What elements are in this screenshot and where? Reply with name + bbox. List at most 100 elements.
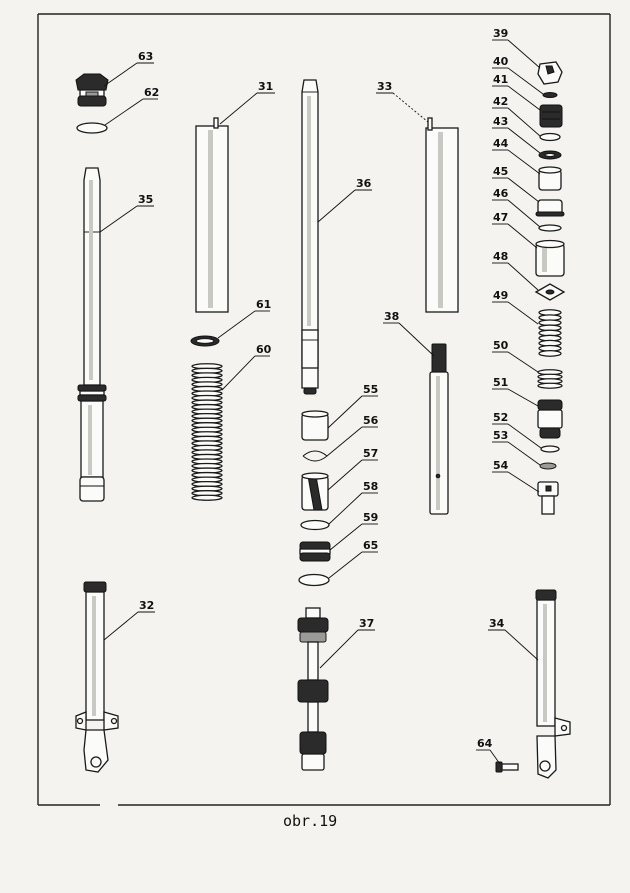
part-63-cap-nut <box>75 73 109 107</box>
callout-51: 51 <box>492 376 539 407</box>
callout-number: 32 <box>139 599 154 612</box>
callout-number: 42 <box>493 95 508 108</box>
part-44-bushing <box>538 166 562 191</box>
callout-number: 39 <box>493 27 508 40</box>
callout-44: 44 <box>492 137 541 175</box>
part-56-circlip <box>302 450 328 462</box>
part-57-sleeve <box>301 472 329 511</box>
part-51-valve-body <box>537 399 563 439</box>
callout-55: 55 <box>327 383 378 429</box>
callout-number: 62 <box>144 86 159 99</box>
part-54-bolt <box>537 481 559 515</box>
callout-number: 60 <box>256 343 272 356</box>
spring-coil <box>538 349 562 357</box>
callout-number: 57 <box>363 447 378 460</box>
part-32-lower-slider <box>75 581 119 773</box>
callout-59: 59 <box>329 511 378 551</box>
callout-number: 37 <box>359 617 374 630</box>
callout-58: 58 <box>328 480 378 525</box>
callout-number: 54 <box>493 459 509 472</box>
callout-65: 65 <box>328 539 378 579</box>
part-58-ring <box>300 519 330 531</box>
callout-number: 56 <box>363 414 379 427</box>
callout-46: 46 <box>492 187 541 228</box>
part-38-threaded-rod <box>429 343 449 515</box>
callout-48: 48 <box>492 250 539 291</box>
callout-38: 38 <box>383 310 435 357</box>
part-64-screw <box>495 761 519 773</box>
callout-number: 33 <box>377 80 392 93</box>
callout-layer: 63 62 35 31 61 60 36 55 56 57 58 59 65 3… <box>99 27 544 765</box>
callout-number: 40 <box>493 55 509 68</box>
part-31-upper-tube <box>195 117 229 313</box>
part-46-circlip <box>538 224 562 232</box>
callout-number: 44 <box>493 137 509 150</box>
callout-61: 61 <box>217 298 271 339</box>
part-36-damper-rod <box>301 79 319 395</box>
page-frame <box>37 13 611 806</box>
callout-number: 53 <box>493 429 508 442</box>
callout-number: 46 <box>493 187 509 200</box>
part-65-o-ring <box>298 573 330 587</box>
callout-number: 47 <box>493 211 508 224</box>
part-35-stanchion-tube <box>77 167 107 502</box>
callout-42: 42 <box>492 95 541 137</box>
callout-54: 54 <box>492 459 540 493</box>
part-45-flanged-bushing <box>535 199 565 217</box>
callout-45: 45 <box>492 165 540 203</box>
part-41-spring-seat <box>539 104 563 128</box>
part-49-spring <box>538 309 562 357</box>
callout-number: 38 <box>384 310 399 323</box>
part-40-washer <box>542 92 558 98</box>
part-50-spring-short <box>537 369 563 389</box>
callout-39: 39 <box>492 27 541 69</box>
callout-57: 57 <box>327 447 378 491</box>
callout-number: 65 <box>363 539 378 552</box>
callout-number: 43 <box>493 115 508 128</box>
part-47-sleeve <box>535 239 565 277</box>
part-34-lower-slider <box>535 589 571 779</box>
part-42-washer <box>539 132 561 142</box>
part-55-bushing <box>301 410 329 441</box>
figure-caption: obr.19 <box>283 812 337 830</box>
part-33-upper-tube <box>425 117 459 313</box>
part-48-plate <box>534 283 566 301</box>
callout-number: 35 <box>138 193 153 206</box>
callout-32: 32 <box>103 599 155 641</box>
callout-53: 53 <box>492 429 541 466</box>
callout-number: 61 <box>256 298 271 311</box>
callout-50: 50 <box>492 339 539 373</box>
callout-number: 45 <box>493 165 508 178</box>
callout-52: 52 <box>492 411 542 449</box>
part-60-spring <box>191 363 223 501</box>
callout-40: 40 <box>492 55 544 95</box>
part-52-washer <box>540 445 560 453</box>
callout-60: 60 <box>221 343 272 391</box>
callout-33: 33 <box>376 80 429 123</box>
callout-49: 49 <box>492 289 539 325</box>
callout-64: 64 <box>476 737 501 765</box>
callout-number: 41 <box>493 73 508 86</box>
callout-number: 49 <box>493 289 508 302</box>
callout-number: 31 <box>258 80 273 93</box>
callout-35: 35 <box>99 193 154 233</box>
spring-coil <box>191 494 223 501</box>
callout-47: 47 <box>492 211 538 249</box>
callout-number: 48 <box>493 250 508 263</box>
part-37-damper-assembly <box>297 607 329 771</box>
callout-43: 43 <box>492 115 541 154</box>
callout-34: 34 <box>488 617 539 661</box>
callout-62: 62 <box>104 86 159 126</box>
callout-number: 36 <box>356 177 372 190</box>
part-39-cap <box>537 61 563 85</box>
callout-31: 31 <box>219 80 275 125</box>
part-53-washer <box>539 462 557 470</box>
callout-number: 34 <box>489 617 505 630</box>
callout-number: 52 <box>493 411 508 424</box>
callout-number: 64 <box>477 737 493 750</box>
callout-number: 55 <box>363 383 378 396</box>
spring-coil <box>537 382 563 389</box>
callout-number: 63 <box>138 50 153 63</box>
callout-36: 36 <box>317 177 372 223</box>
